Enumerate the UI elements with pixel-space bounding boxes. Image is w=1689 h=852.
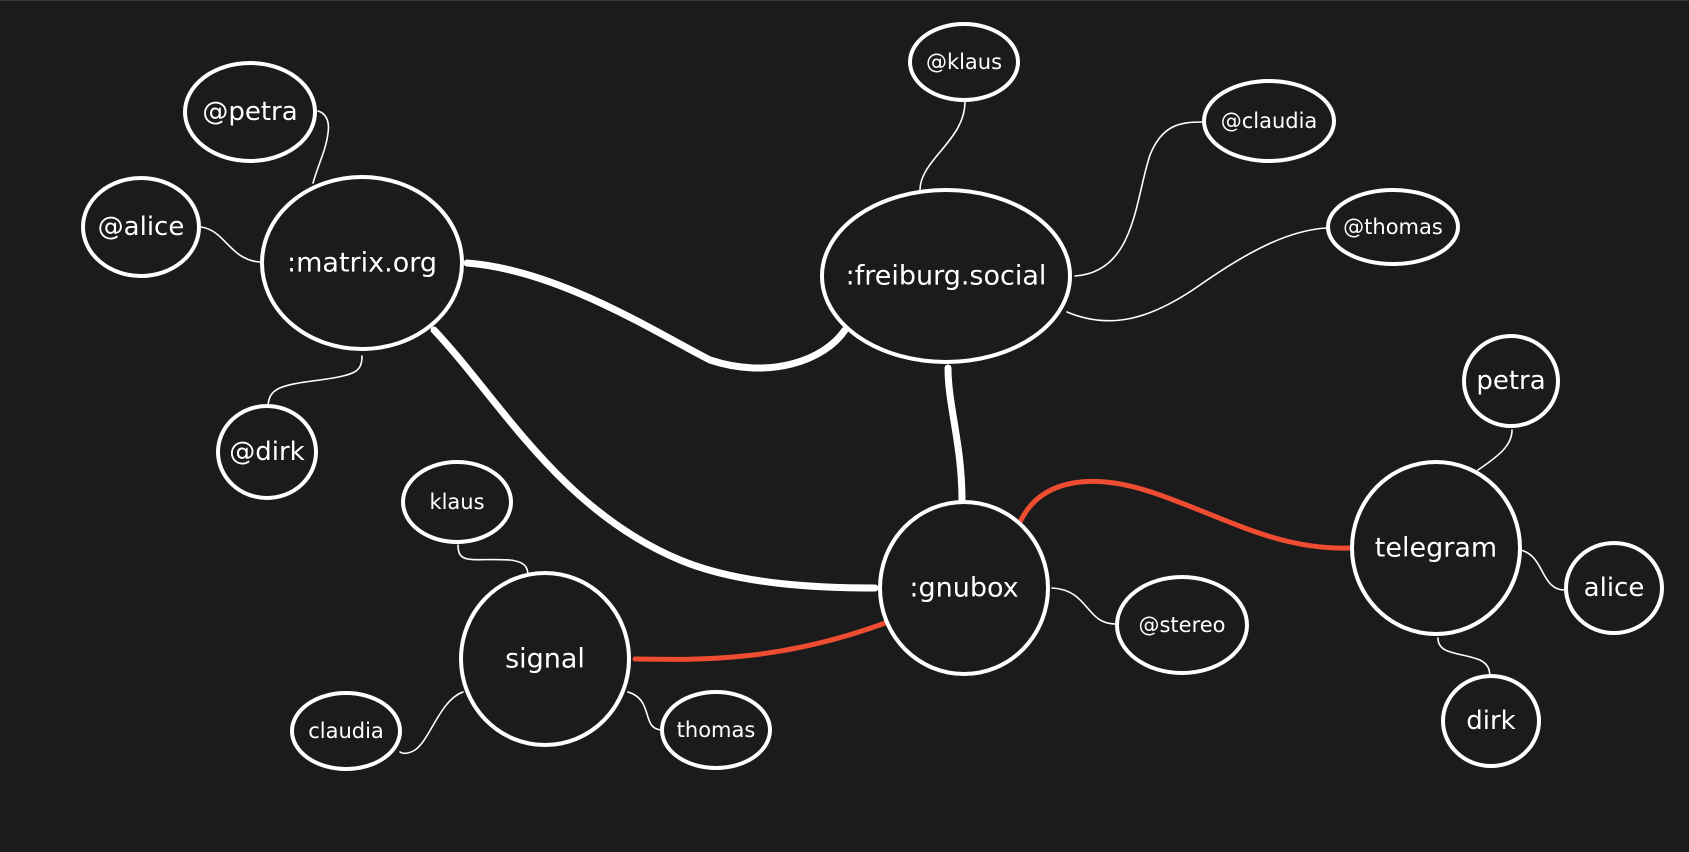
bridge-links <box>632 478 1352 662</box>
node-signal-klaus[interactable]: klaus <box>401 460 513 544</box>
node-label: @dirk <box>229 437 304 467</box>
node-telegram-dirk[interactable]: dirk <box>1441 674 1541 768</box>
edge-freiburg-claudia <box>1074 121 1203 277</box>
node-label: @petra <box>202 97 297 127</box>
edge-matrix-gnubox <box>430 326 879 592</box>
edge-matrix-alice <box>200 226 261 263</box>
edge-signal-thomas <box>627 691 664 731</box>
edge-telegram-petra <box>1477 429 1513 471</box>
node-freiburg-klaus[interactable]: @klaus <box>908 22 1020 102</box>
node-label: signal <box>505 644 585 675</box>
node-signal-claudia[interactable]: claudia <box>290 691 402 771</box>
node-label: klaus <box>429 490 484 514</box>
edge-matrix-dirk <box>267 355 363 409</box>
node-freiburg[interactable]: :freiburg.social <box>820 188 1072 364</box>
node-freiburg-thomas[interactable]: @thomas <box>1326 188 1460 266</box>
node-label: alice <box>1584 573 1645 603</box>
node-label: thomas <box>677 718 756 742</box>
node-label: claudia <box>308 719 384 743</box>
node-label: @alice <box>98 212 185 242</box>
node-label: :freiburg.social <box>846 261 1047 292</box>
node-label: @thomas <box>1343 215 1443 239</box>
node-signal[interactable]: signal <box>459 571 631 747</box>
user-links <box>200 101 1566 755</box>
node-gnubox-stereo[interactable]: @stereo <box>1115 575 1249 675</box>
node-telegram[interactable]: telegram <box>1350 460 1522 636</box>
edge-freiburg-thomas <box>1066 227 1328 322</box>
node-label: @claudia <box>1221 109 1318 133</box>
node-signal-thomas[interactable]: thomas <box>660 690 772 770</box>
node-matrix-dirk[interactable]: @dirk <box>216 404 318 500</box>
node-label: @stereo <box>1138 613 1225 637</box>
node-telegram-alice[interactable]: alice <box>1564 541 1664 635</box>
edge-freiburg-gnubox <box>944 364 966 504</box>
edge-gnubox-telegram <box>1017 478 1352 551</box>
top-border <box>0 0 1689 1</box>
node-label: :matrix.org <box>287 248 437 279</box>
node-label: telegram <box>1375 533 1497 564</box>
edge-matrix-freiburg <box>463 259 849 372</box>
edge-signal-claudia <box>399 691 464 755</box>
node-matrix[interactable]: :matrix.org <box>260 175 464 351</box>
node-label: dirk <box>1466 706 1515 736</box>
edge-telegram-alice <box>1519 549 1566 591</box>
node-label: :gnubox <box>909 573 1018 604</box>
edge-gnubox-signal <box>632 619 891 662</box>
node-label: petra <box>1476 366 1545 396</box>
edge-freiburg-klaus <box>919 101 966 191</box>
node-matrix-petra[interactable]: @petra <box>183 61 317 163</box>
node-matrix-alice[interactable]: @alice <box>81 176 201 278</box>
edge-gnubox-stereo <box>1051 587 1118 625</box>
edge-signal-klaus <box>457 544 529 579</box>
node-label: @klaus <box>926 50 1002 74</box>
edge-telegram-dirk <box>1437 637 1491 681</box>
node-freiburg-claudia[interactable]: @claudia <box>1202 79 1336 163</box>
edge-matrix-petra <box>312 110 330 184</box>
node-telegram-petra[interactable]: petra <box>1462 334 1560 428</box>
federation-links <box>430 259 966 592</box>
node-gnubox[interactable]: :gnubox <box>878 500 1050 676</box>
